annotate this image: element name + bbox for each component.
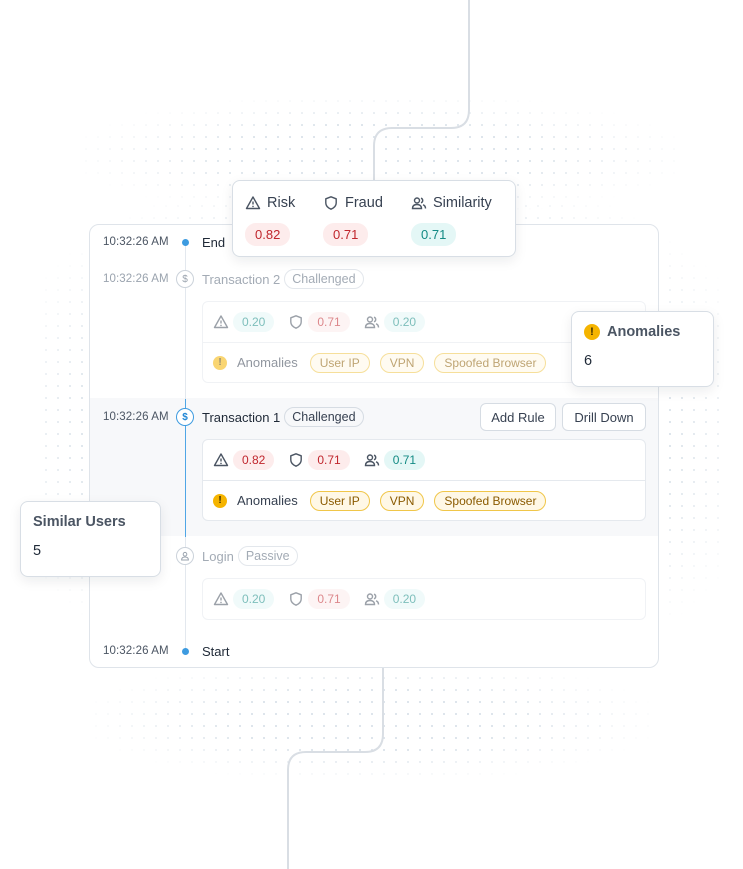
dot-pattern-bottom <box>90 660 650 780</box>
users-icon <box>364 593 379 606</box>
drill-down-button[interactable]: Drill Down <box>562 403 646 431</box>
anomalies-count: 6 <box>584 353 593 369</box>
risk-score: 0.20 <box>233 312 275 332</box>
risk-value: 0.82 <box>245 223 291 246</box>
shield-icon <box>325 196 337 210</box>
event-label: Start <box>202 643 230 659</box>
users-icon <box>411 197 427 210</box>
fraud-label: Fraud <box>345 195 383 211</box>
event-label: Transaction 1 <box>202 409 281 425</box>
fraud-value: 0.71 <box>323 223 369 246</box>
warning-triangle-icon <box>213 592 229 606</box>
users-icon <box>364 316 379 329</box>
anomaly-tag: VPN <box>379 352 425 373</box>
timestamp: 10:32:26 AM <box>103 236 169 248</box>
similarity-score: 0.20 <box>383 312 426 332</box>
fraud-header: Fraud <box>323 195 383 211</box>
anomalies-count-card: ! Anomalies 6 <box>571 311 714 387</box>
risk-score: 0.82 <box>233 450 275 470</box>
similar-users-count: 5 <box>33 543 42 559</box>
anomalies-row: ! Anomalies User IP VPN Spoofed Browser <box>203 480 645 520</box>
score-summary-card: Risk Fraud Similarity 0.82 0.71 0.71 <box>232 180 516 257</box>
dollar-icon: $ <box>176 408 194 426</box>
anomaly-tag: Spoofed Browser <box>434 352 547 373</box>
fraud-score: 0.71 <box>308 312 350 332</box>
score-row: 0.20 0.71 0.20 <box>203 579 645 619</box>
timestamp: 10:32:26 AM <box>103 411 169 423</box>
status-badge: Challenged <box>284 407 364 427</box>
anomalies-row: ! Anomalies User IP VPN Spoofed Browser <box>203 342 645 382</box>
warning-triangle-icon <box>245 196 261 210</box>
anomalies-label: Anomalies <box>237 355 298 370</box>
timeline-node-dot <box>182 647 189 655</box>
similarity-label: Similarity <box>433 195 492 211</box>
users-icon <box>364 454 379 467</box>
warning-icon: ! <box>584 324 600 340</box>
risk-score: 0.20 <box>233 589 275 609</box>
similarity-value: 0.71 <box>411 223 457 246</box>
event-label: Login <box>202 548 234 564</box>
risk-label: Risk <box>267 195 296 211</box>
login-details: 0.20 0.71 0.20 <box>202 578 646 620</box>
timeline-row-transaction-1[interactable]: 10:32:26 AM $ Transaction 1 Challenged <box>90 406 658 428</box>
timeline-row-end: 10:32:26 AM End <box>90 231 658 253</box>
activity-timeline-card: 10:32:26 AM End 10:32:26 AM $ Transactio… <box>89 224 659 668</box>
similarity-score: 0.71 <box>383 450 426 470</box>
shield-icon <box>290 453 303 467</box>
warning-icon: ! <box>213 355 227 370</box>
anomaly-tag: User IP <box>309 352 370 373</box>
fraud-score: 0.71 <box>308 589 350 609</box>
similarity-score: 0.20 <box>383 589 426 609</box>
warning-triangle-icon <box>213 453 229 467</box>
anomaly-tag: VPN <box>379 490 425 511</box>
timestamp: 10:32:26 AM <box>103 645 169 657</box>
status-badge: Passive <box>237 546 298 566</box>
add-rule-button[interactable]: Add Rule <box>480 403 556 431</box>
anomalies-card-title: Anomalies <box>607 324 681 340</box>
similar-users-card: Similar Users 5 <box>20 501 161 577</box>
anomaly-tag: Spoofed Browser <box>434 490 547 511</box>
event-label: Transaction 2 <box>202 271 281 287</box>
shield-icon <box>290 592 303 606</box>
fraud-score: 0.71 <box>308 450 350 470</box>
similarity-header: Similarity <box>411 195 492 211</box>
timeline-track-active <box>185 399 186 537</box>
dollar-icon: $ <box>176 270 194 288</box>
anomalies-label: Anomalies <box>237 493 298 508</box>
timeline-row-transaction-2[interactable]: 10:32:26 AM $ Transaction 2 Challenged <box>90 268 658 290</box>
timeline-row-start: 10:32:26 AM Start <box>90 640 658 662</box>
user-icon <box>176 547 194 565</box>
anomaly-tag: User IP <box>309 490 370 511</box>
timestamp: 10:32:26 AM <box>103 273 169 285</box>
shield-icon <box>290 315 303 329</box>
timeline-node-dot <box>182 238 189 246</box>
status-badge: Challenged <box>284 269 364 289</box>
warning-icon: ! <box>213 493 227 508</box>
score-row: 0.20 0.71 0.20 <box>203 302 645 342</box>
score-row: 0.82 0.71 0.71 <box>203 440 645 480</box>
similar-users-title: Similar Users <box>33 514 126 530</box>
risk-header: Risk <box>245 195 295 211</box>
timeline-row-login[interactable]: M Login Passive <box>90 545 658 567</box>
transaction-1-details: 0.82 0.71 0.71 ! Anomalies User IP VPN S… <box>202 439 646 521</box>
warning-triangle-icon <box>213 315 229 329</box>
event-label: End <box>202 234 226 250</box>
